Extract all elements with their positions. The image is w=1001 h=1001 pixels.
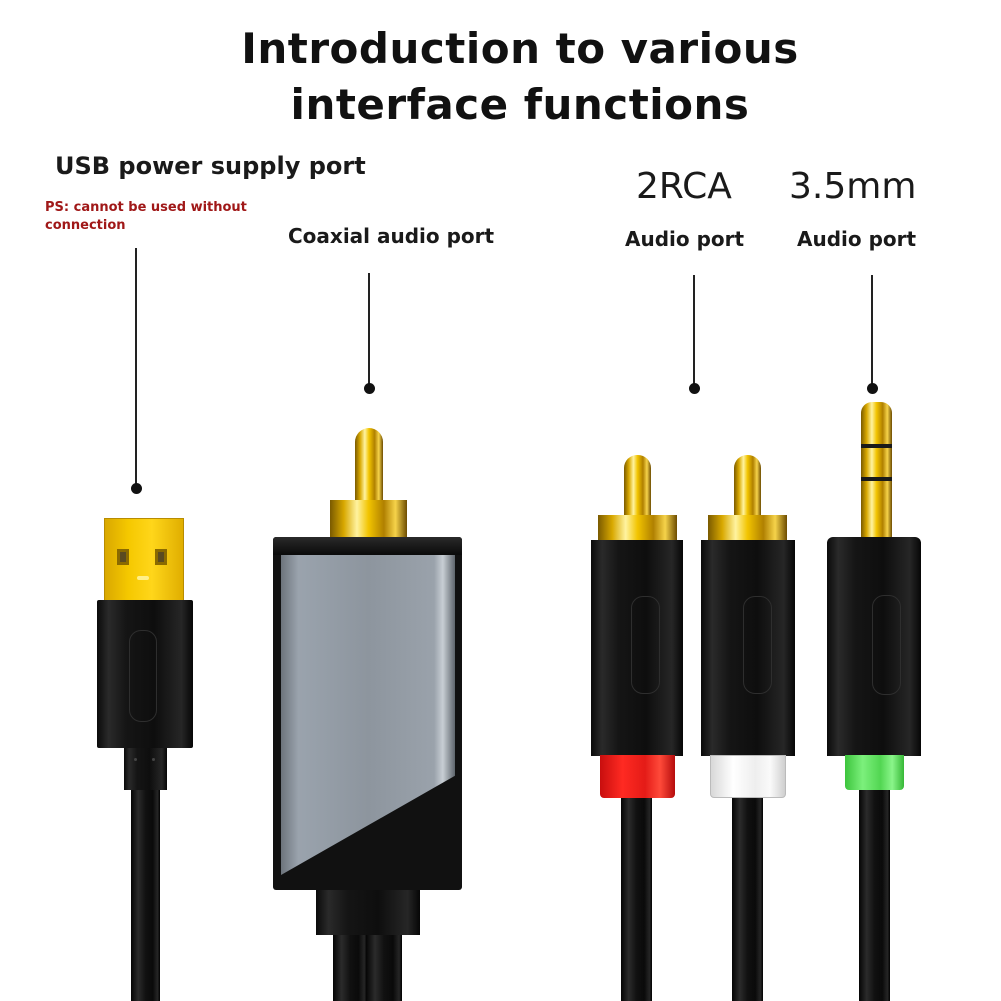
aux-port-label: Audio port — [797, 227, 917, 251]
rca-left-grip — [631, 596, 660, 694]
coaxial-housing — [273, 537, 462, 890]
usb-contact-right — [155, 549, 167, 565]
rca-heading: 2RCA — [636, 166, 732, 207]
rca-pointer-line — [693, 275, 695, 387]
rca-right-housing — [701, 540, 795, 756]
rca-port-label: Audio port — [625, 227, 745, 251]
rca-right-collar — [708, 515, 787, 541]
page-title-line-1: Introduction to various — [241, 24, 799, 73]
usb-pointer-line — [135, 248, 137, 488]
rca-right-pin-icon — [734, 455, 761, 519]
usb-logo-mark — [137, 576, 149, 580]
coaxial-strain-relief — [316, 890, 420, 935]
aux-jack-icon — [861, 402, 892, 539]
rca-right-white-ring — [710, 755, 786, 798]
usb-contact-left — [117, 549, 129, 565]
coaxial-pointer-dot — [364, 383, 375, 394]
coaxial-pointer-line — [368, 273, 370, 386]
usb-note-line-1: PS: cannot be used without — [45, 200, 247, 215]
rca-left-cable — [621, 798, 652, 1001]
aux-ring-band-1 — [861, 444, 892, 448]
coaxial-cable-left — [333, 935, 367, 1001]
aux-green-ring — [845, 755, 904, 790]
aux-housing — [827, 537, 921, 756]
coaxial-port-label: Coaxial audio port — [288, 224, 495, 248]
rca-pointer-dot — [689, 383, 700, 394]
usb-pointer-dot — [131, 483, 142, 494]
coaxial-top-band — [273, 537, 462, 555]
rca-left-red-ring — [600, 755, 675, 798]
usb-note-line-2: connection — [45, 218, 126, 233]
rca-right-cable — [732, 798, 763, 1001]
rca-right-grip — [743, 596, 772, 694]
usb-housing — [97, 600, 193, 748]
rca-left-housing — [591, 540, 683, 756]
coaxial-collar — [330, 500, 407, 538]
aux-heading: 3.5mm — [789, 166, 917, 207]
rca-left-pin-icon — [624, 455, 651, 519]
usb-cable — [131, 790, 160, 1001]
aux-grip — [872, 595, 901, 695]
rca-left-collar — [598, 515, 677, 541]
usb-plug-icon — [104, 518, 184, 604]
coaxial-pin-icon — [355, 428, 383, 503]
aux-pointer-line — [871, 275, 873, 387]
usb-strain-relief — [124, 748, 167, 790]
usb-port-note: PS: cannot be used without connection — [45, 199, 247, 235]
coaxial-cable-right — [366, 935, 402, 1001]
usb-grip — [129, 630, 157, 722]
aux-pointer-dot — [867, 383, 878, 394]
aux-cable — [859, 790, 890, 1001]
aux-ring-band-2 — [861, 477, 892, 481]
coaxial-grey-panel — [281, 555, 455, 875]
page-title-line-2: interface functions — [290, 80, 750, 129]
usb-port-label: USB power supply port — [55, 152, 366, 180]
